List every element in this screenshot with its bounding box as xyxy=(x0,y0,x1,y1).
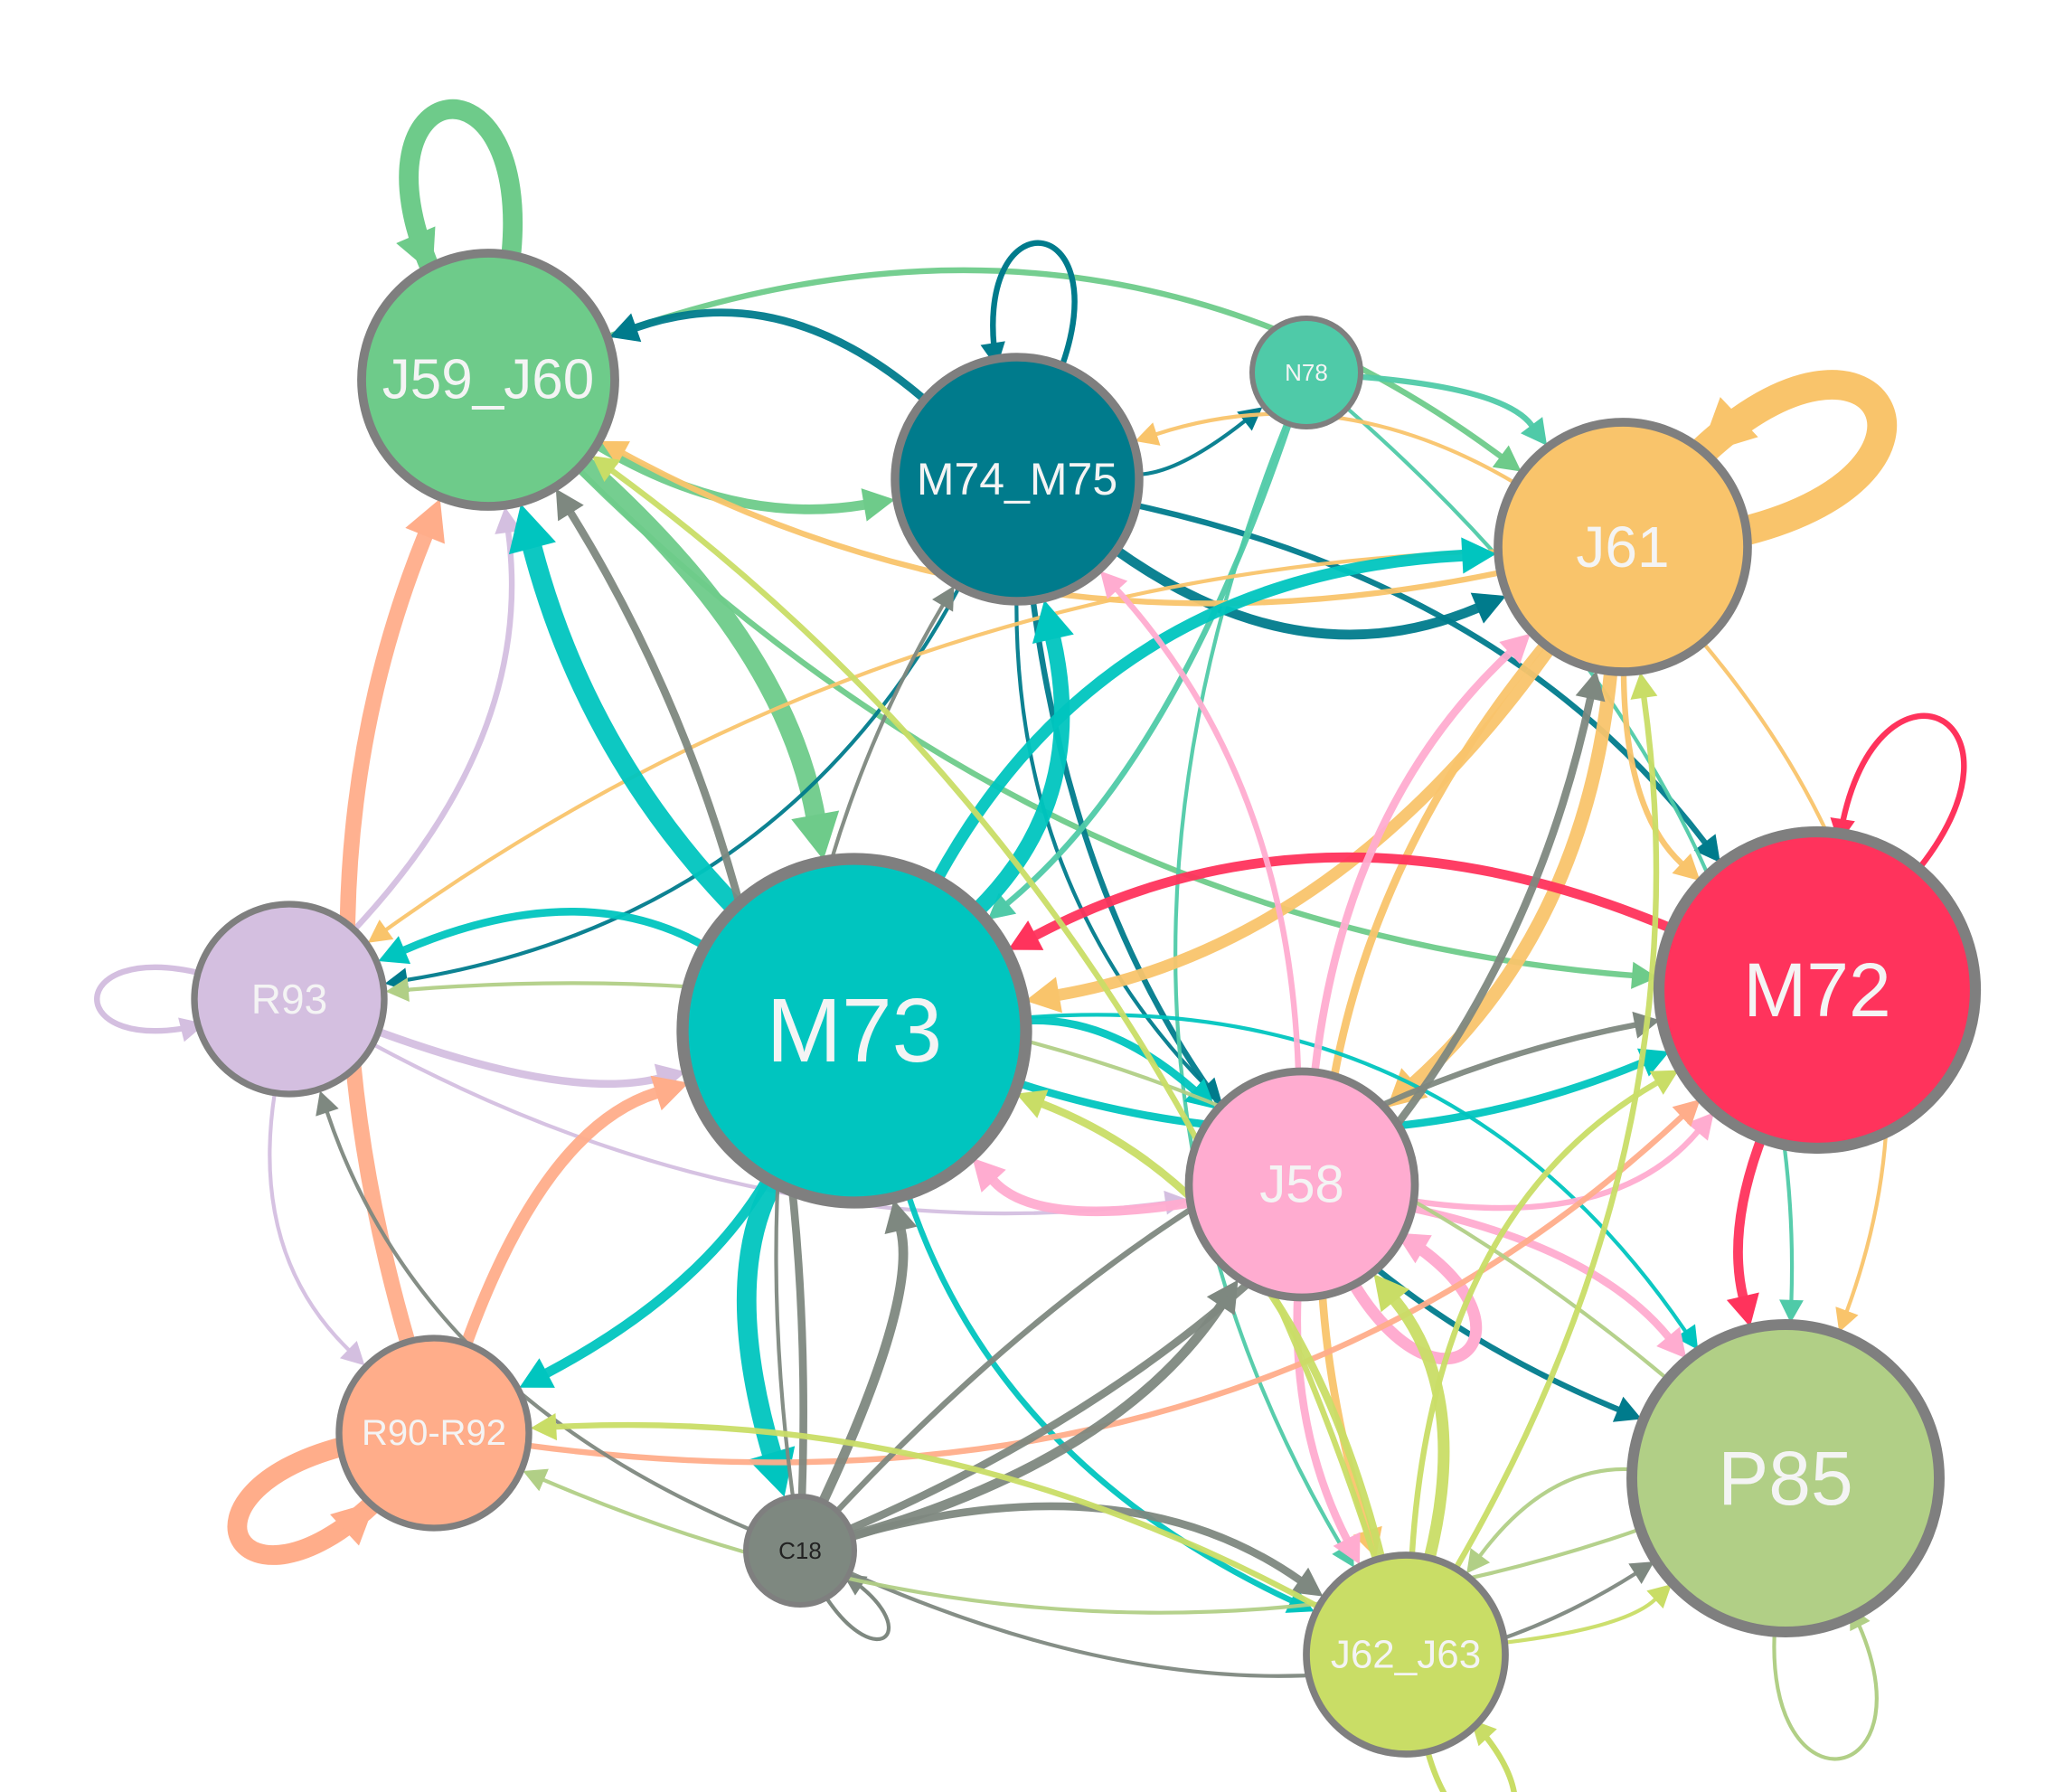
edge-r93-to-j59-j60 xyxy=(351,506,523,933)
edge-c18-to-j58 xyxy=(847,1279,1239,1541)
node-circle xyxy=(1249,316,1363,429)
node-circle xyxy=(676,853,1032,1209)
edge-j61-to-m73 xyxy=(1025,642,1557,1014)
edge-c18-to-m73 xyxy=(817,1199,918,1507)
node-circle xyxy=(1626,1319,1945,1637)
node-label: J61 xyxy=(1576,514,1669,580)
edge-r90-r92-to-j59-j60 xyxy=(339,498,445,1350)
edge-c18-to-p85 xyxy=(847,1561,1654,1678)
node-j59-j60: J59_J60 xyxy=(357,249,619,511)
edge-r90-r92-to-m73 xyxy=(460,1075,689,1350)
node-label: M72 xyxy=(1743,948,1890,1033)
node-p85: P85 xyxy=(1626,1319,1945,1637)
node-circle xyxy=(1494,418,1752,676)
edge-j62-j63-to-j61 xyxy=(1453,672,1660,1572)
edge-m72-to-m73 xyxy=(1007,852,1677,950)
node-circle xyxy=(891,353,1144,606)
edge-m73-to-c18 xyxy=(736,1172,796,1497)
node-label: P85 xyxy=(1718,1436,1852,1521)
edge-m73-to-j61 xyxy=(930,537,1497,886)
node-m72: M72 xyxy=(1653,825,1982,1155)
edge-j62-j63-to-m72 xyxy=(1409,1070,1679,1559)
edge-p85-to-r93 xyxy=(385,977,1670,1382)
edge-m73-to-p85 xyxy=(1023,1013,1699,1350)
node-circle xyxy=(1653,825,1982,1155)
edge-j59-j60-to-m74-m75 xyxy=(591,439,895,522)
node-label: J59_J60 xyxy=(382,349,594,411)
node-label: R93 xyxy=(251,976,327,1023)
node-label: M73 xyxy=(767,980,943,1081)
node-label: M74_M75 xyxy=(917,454,1117,505)
edge-j62-j63-to-j59-j60 xyxy=(591,455,1379,1563)
node-label: J58 xyxy=(1259,1155,1344,1214)
edge-j58-to-m74-m75 xyxy=(1099,571,1302,1075)
node-n78: N78 xyxy=(1249,316,1363,429)
node-circle xyxy=(743,1494,857,1608)
node-j61: J61 xyxy=(1494,418,1752,676)
edge-m74-m75-to-j59-j60 xyxy=(608,308,928,404)
node-label: R90-R92 xyxy=(362,1413,506,1453)
edge-r93-to-r93 xyxy=(94,964,206,1042)
node-c18: C18 xyxy=(743,1494,857,1608)
node-m74-m75: M74_M75 xyxy=(891,353,1144,606)
edge-n78-to-j61 xyxy=(1357,373,1548,446)
edge-m74-m75-to-p85 xyxy=(1030,597,1642,1422)
edge-m74-m75-to-m74-m75 xyxy=(980,240,1078,374)
node-label: C18 xyxy=(778,1537,822,1564)
edge-j59-j60-to-j59-j60 xyxy=(396,99,523,281)
node-circle xyxy=(335,1335,532,1532)
edge-j59-j60-to-m73 xyxy=(572,453,840,861)
edge-r93-to-m73 xyxy=(374,1027,686,1094)
edge-j58-to-j58 xyxy=(1346,1229,1483,1365)
edge-j58-to-p85 xyxy=(1408,1204,1687,1359)
edge-layer xyxy=(94,99,1967,1792)
edge-p85-to-r90-r92 xyxy=(523,1468,1643,1615)
edge-m74-m75-to-m72 xyxy=(1133,502,1720,863)
node-label: J62_J63 xyxy=(1331,1633,1481,1677)
edge-r90-r92-to-m72 xyxy=(524,1099,1701,1466)
edge-j61-to-m72 xyxy=(1620,668,1701,882)
edge-j62-j63-to-p85 xyxy=(1503,1584,1672,1645)
node-label: N78 xyxy=(1285,359,1328,386)
node-r93: R93 xyxy=(191,901,388,1098)
node-j62-j63: J62_J63 xyxy=(1303,1551,1509,1758)
node-m73: M73 xyxy=(676,853,1032,1209)
edge-j58-to-j61 xyxy=(1311,633,1531,1077)
edge-j58-to-m73 xyxy=(972,1157,1196,1217)
node-j58: J58 xyxy=(1184,1067,1419,1302)
edge-j61-to-j61 xyxy=(1686,370,1898,546)
edge-m73-to-r90-r92 xyxy=(519,1174,772,1388)
node-r90-r92: R90-R92 xyxy=(335,1335,532,1532)
edge-j62-j63-to-r90-r92 xyxy=(530,1413,1322,1610)
edge-r90-r92-to-r90-r92 xyxy=(227,1437,383,1565)
edge-m72-to-p85 xyxy=(1726,1133,1767,1327)
edge-n78-to-m73 xyxy=(987,420,1292,920)
edge-p85-to-j62-j63 xyxy=(1466,1467,1635,1574)
edge-m73-to-r93 xyxy=(378,908,709,965)
node-circle xyxy=(357,249,619,511)
edge-j62-j63-to-j58 xyxy=(1373,1274,1450,1564)
node-circle xyxy=(1184,1067,1419,1302)
edge-r93-to-r90-r92 xyxy=(268,1090,365,1366)
edge-m73-to-j59-j60 xyxy=(508,504,745,918)
edge-m73-to-m74-m75 xyxy=(969,599,1074,919)
node-circle xyxy=(1303,1551,1509,1758)
node-circle xyxy=(191,901,388,1098)
edge-m74-m75-to-j61 xyxy=(1111,545,1506,640)
edge-n78-to-p85 xyxy=(1345,406,1804,1324)
